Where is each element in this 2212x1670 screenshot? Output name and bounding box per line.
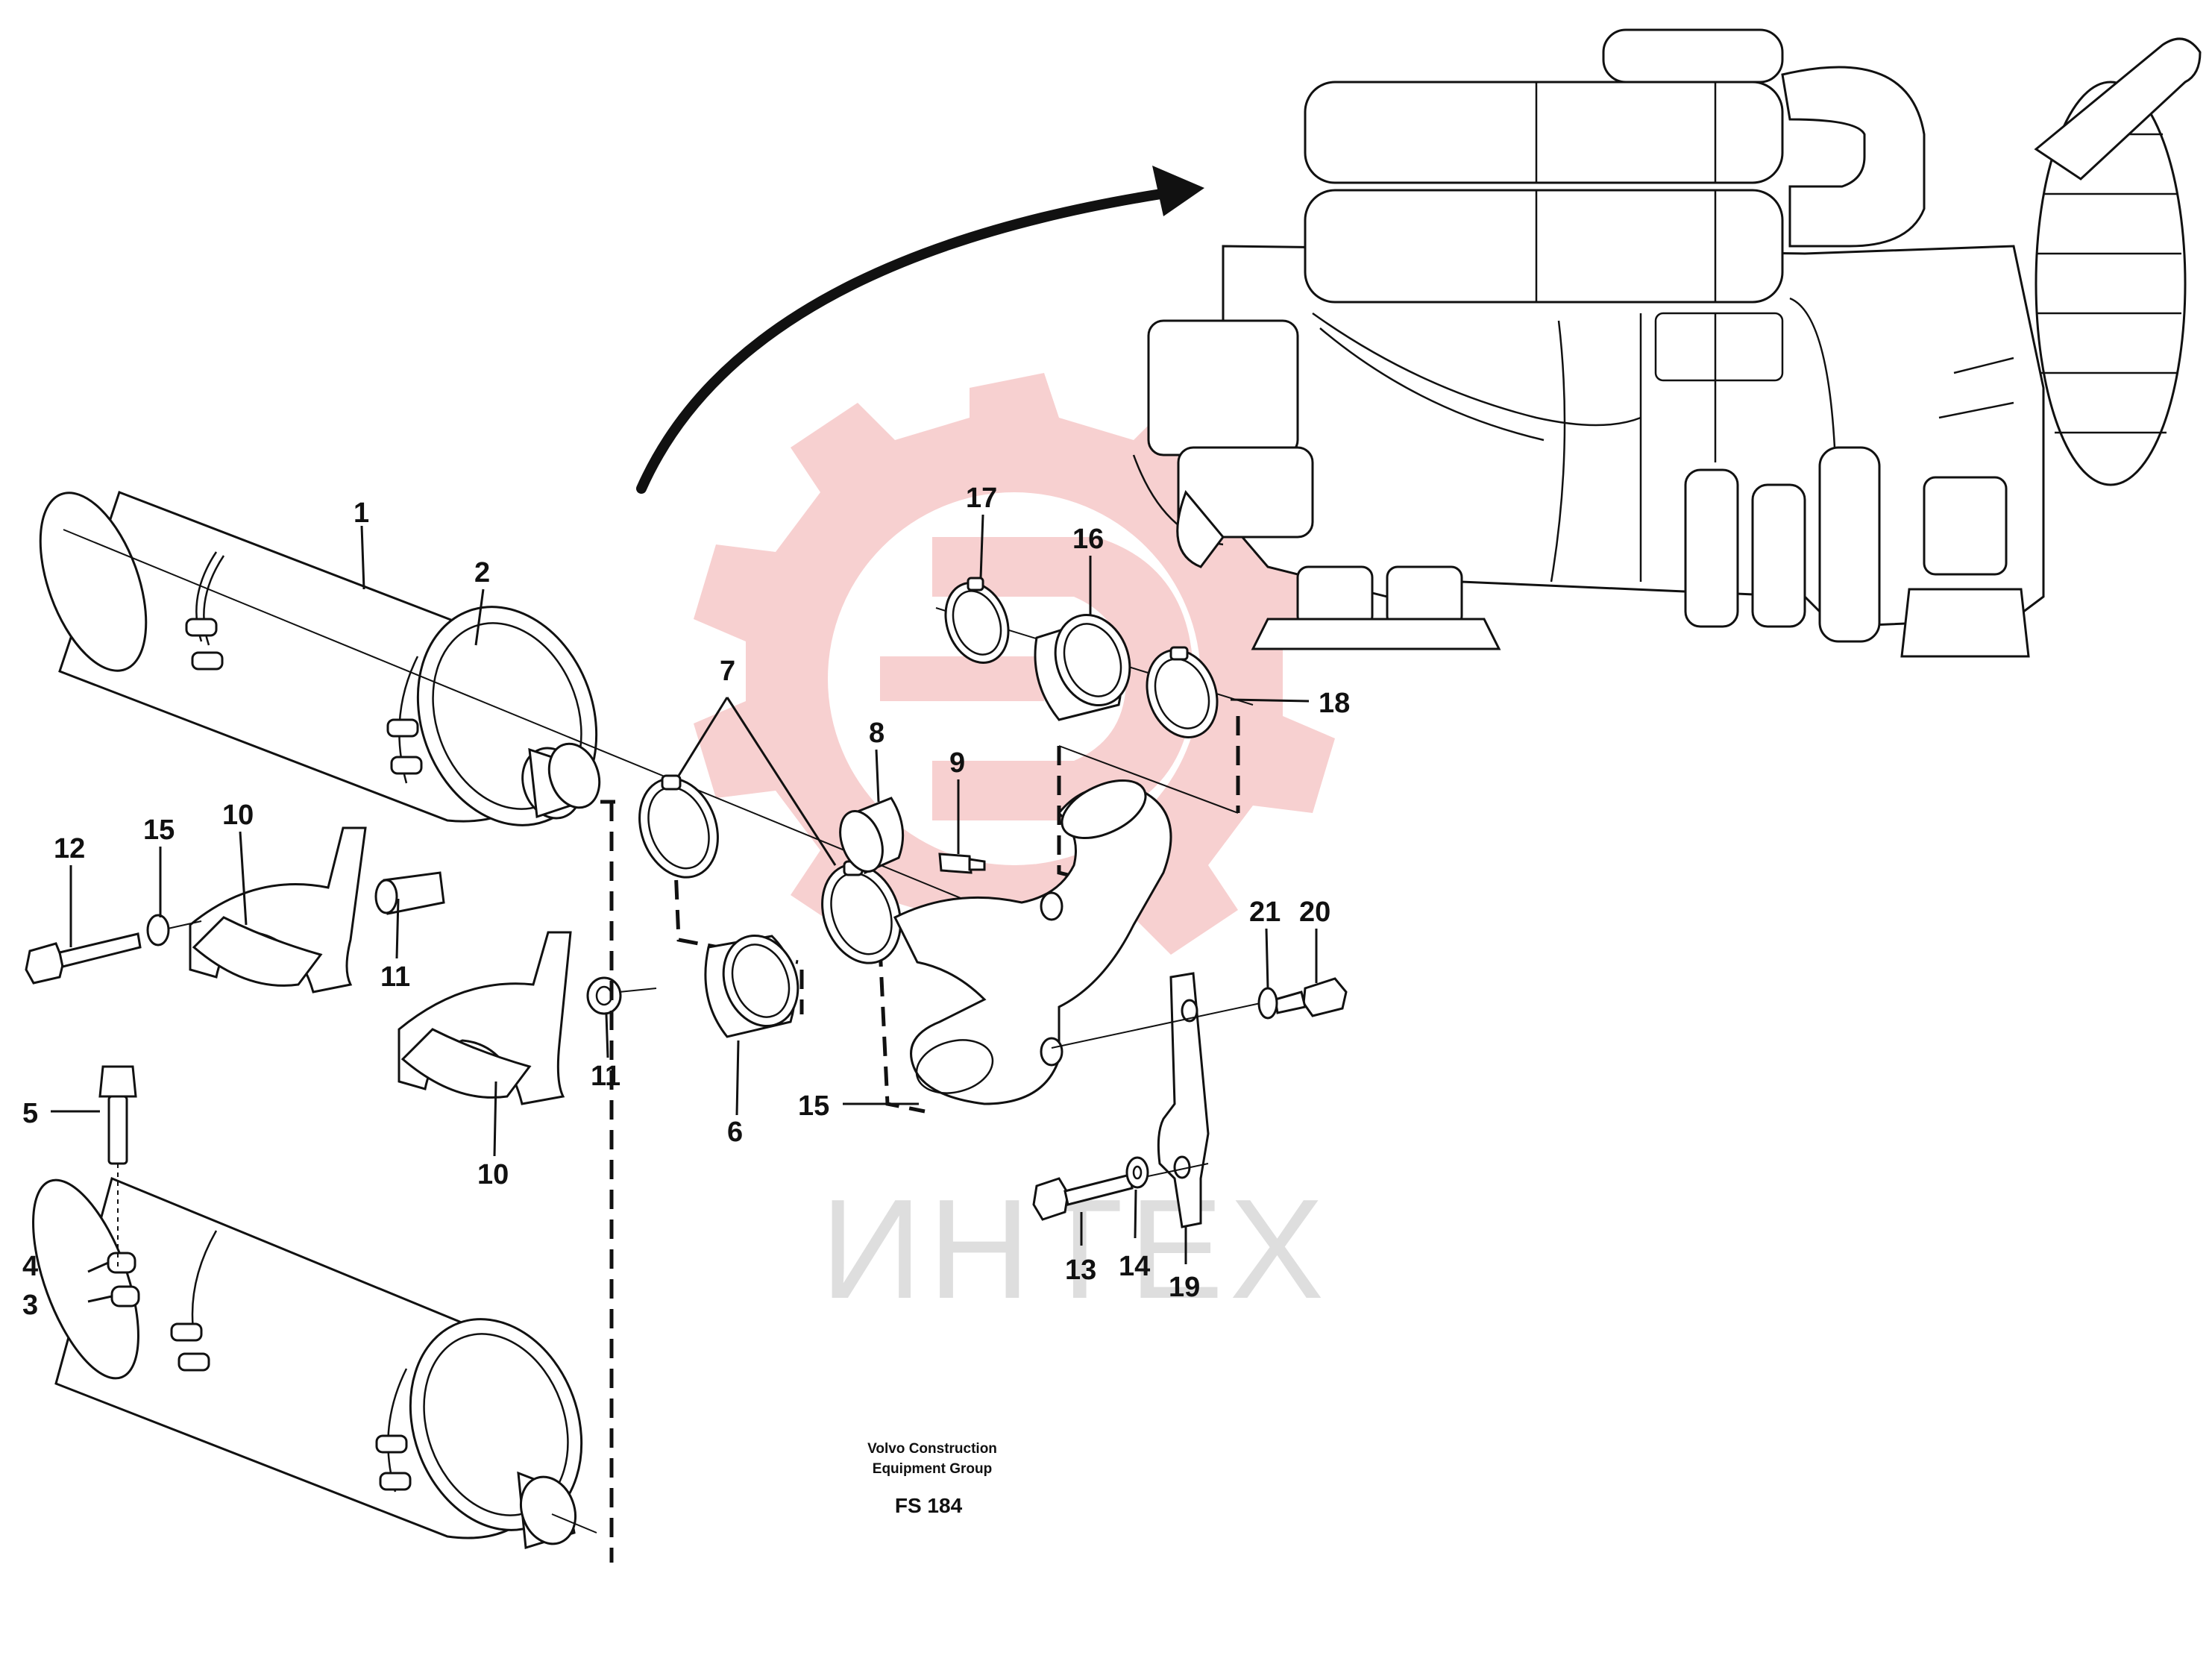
bracket-19 [1157, 972, 1210, 1228]
callout-2: 2 [474, 557, 490, 588]
callout-13: 13 [1065, 1255, 1096, 1286]
callout-12: 12 [54, 833, 85, 864]
callout-8: 8 [869, 718, 885, 749]
callout-15-small: 15 [143, 814, 175, 846]
callout-14: 14 [1119, 1251, 1150, 1282]
bolt-5 [98, 1065, 137, 1268]
routing-line-e [878, 947, 926, 1114]
sleeve-16 [1034, 613, 1131, 721]
routing-line-f [1057, 746, 1090, 882]
clamp-17 [944, 577, 1010, 664]
bracket-10-upper [189, 826, 367, 993]
spacer-11-lower [586, 976, 657, 1015]
callout-18: 18 [1319, 688, 1350, 719]
clamp-7-left [638, 774, 719, 879]
direction-arrow [636, 166, 1204, 494]
callout-21: 21 [1249, 897, 1281, 928]
callout-11-upper: 11 [380, 961, 410, 993]
callout-1: 1 [354, 497, 369, 529]
callout-10-lower: 10 [477, 1159, 509, 1190]
callout-3: 3 [22, 1290, 38, 1321]
exhaust-pipe-15 [893, 779, 1172, 1105]
centerline-lower-silencer [551, 1513, 597, 1534]
spacer-11-upper [374, 871, 445, 915]
callout-5: 5 [22, 1098, 38, 1129]
cap-8 [839, 797, 905, 875]
engine-assembly [1132, 28, 2202, 658]
washer-21 [1257, 987, 1278, 1020]
silencer-upper [39, 491, 601, 826]
callout-17: 17 [966, 483, 997, 514]
callout-9: 9 [949, 747, 965, 779]
callout-15-pipe: 15 [798, 1090, 829, 1122]
routing-line-c [673, 850, 799, 964]
centerline-bracket-upper [1051, 1002, 1261, 1049]
leader-lines [51, 514, 1318, 1303]
callout-19: 19 [1169, 1272, 1200, 1303]
callout-4: 4 [22, 1251, 38, 1282]
callout-16: 16 [1072, 524, 1104, 555]
washer-15-small [146, 914, 202, 947]
callout-11-lower: 11 [591, 1061, 620, 1092]
caption-company-line2: Equipment Group [873, 1461, 992, 1477]
bolt-13 [1032, 1173, 1134, 1221]
callout-6: 6 [727, 1117, 743, 1148]
bolt-12 [25, 932, 142, 985]
caption-figure-code: FS 184 [895, 1494, 963, 1517]
sleeve-6 [704, 934, 799, 1038]
callout-10-upper: 10 [222, 800, 254, 831]
bolt-20 [1274, 977, 1348, 1017]
caption-company-line1: Volvo Construction [867, 1441, 997, 1457]
washer-14 [1125, 1156, 1149, 1189]
silencer-lower [32, 1176, 583, 1549]
callout-20: 20 [1299, 897, 1330, 928]
clamp-18 [1146, 646, 1219, 738]
callout-7: 7 [720, 656, 735, 687]
bracket-10-lower [398, 931, 572, 1105]
centerline-main [1058, 745, 1239, 814]
plug-9 [938, 853, 986, 874]
